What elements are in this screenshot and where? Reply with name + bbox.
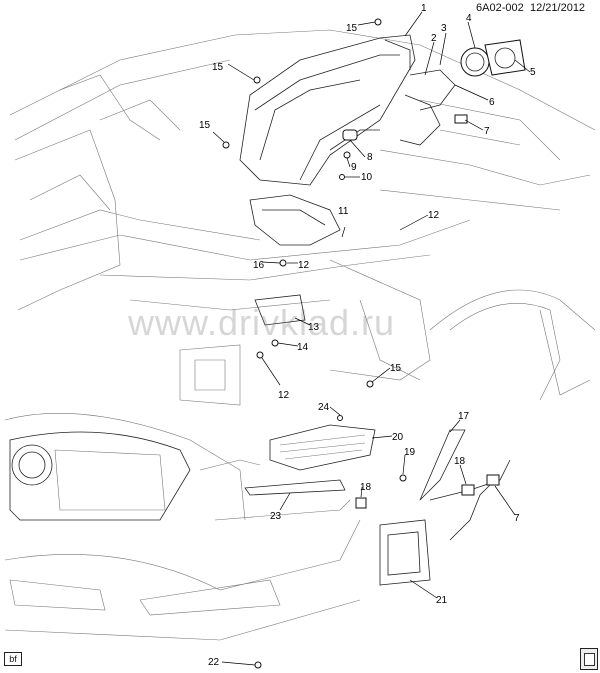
callout-2: 2: [431, 33, 437, 44]
callout-20: 20: [392, 432, 404, 443]
connector-18b: [355, 497, 367, 509]
fastener-22: [254, 661, 262, 669]
callout-18b: 18: [360, 482, 372, 493]
front-bumper-fascia: [4, 413, 361, 641]
grille-insert: [244, 415, 376, 496]
clip-24: [337, 415, 343, 421]
corner-label: bf: [4, 652, 22, 666]
callout-15d: 15: [390, 363, 402, 374]
callout-12c: 12: [278, 390, 290, 401]
callout-8: 8: [367, 152, 373, 163]
callout-12b: 12: [298, 260, 310, 271]
callout-18a: 18: [454, 456, 466, 467]
document-icon: [580, 648, 598, 670]
callout-19: 19: [404, 447, 416, 458]
cover-5: [484, 39, 526, 76]
diagram-code: 6A02-002: [476, 2, 524, 14]
callout-7b: 7: [514, 513, 520, 524]
callout-22: 22: [208, 657, 220, 668]
callout-10: 10: [361, 172, 373, 183]
fastener-10: [339, 174, 345, 180]
lamp-components: [339, 39, 526, 180]
callout-1: 1: [421, 3, 427, 14]
leader-lines: [212, 11, 531, 666]
callout-14: 14: [297, 342, 309, 353]
vehicle-body-structure: [9, 29, 596, 406]
connector-18a: [461, 484, 475, 496]
cap-ring-4: [460, 47, 490, 77]
bolt-15a: [253, 76, 261, 84]
callout-11: 11: [338, 206, 349, 217]
connector-7: [454, 114, 468, 124]
callout-labels: 1 2 3 4 5 6 7 8 9 10 11 12 12 12 13 14 1…: [199, 3, 536, 668]
callout-9: 9: [351, 162, 357, 173]
nut-16: [279, 259, 287, 267]
callout-23: 23: [270, 511, 282, 522]
fog-lamp-assembly: [254, 429, 511, 669]
callout-13: 13: [308, 322, 320, 333]
fastener-9: [343, 151, 351, 159]
callout-7a: 7: [484, 126, 490, 137]
bolt-15d: [366, 380, 374, 388]
bolt-15b: [222, 141, 230, 149]
callout-24: 24: [318, 402, 330, 413]
callout-15b: 15: [212, 62, 224, 73]
connector-7b: [486, 474, 500, 486]
diagram-date: 12/21/2012: [530, 2, 586, 14]
callout-4: 4: [466, 13, 472, 24]
watermark: www.drivklad.ru: [128, 302, 396, 343]
callout-3: 3: [441, 23, 447, 34]
bulb-8: [342, 129, 358, 141]
callout-15a: 15: [346, 23, 358, 34]
callout-16: 16: [253, 260, 265, 271]
callout-5: 5: [530, 67, 536, 78]
callout-12a: 12: [428, 210, 440, 221]
bracket-assembly: [222, 18, 382, 388]
callout-17: 17: [458, 411, 470, 422]
nut-12: [256, 351, 264, 359]
headlamp-assembly: [239, 34, 416, 186]
callout-15c: 15: [199, 120, 211, 131]
bolt-15c: [374, 18, 382, 26]
fastener-19: [399, 474, 407, 482]
callout-21: 21: [436, 595, 448, 606]
callout-6: 6: [489, 97, 495, 108]
